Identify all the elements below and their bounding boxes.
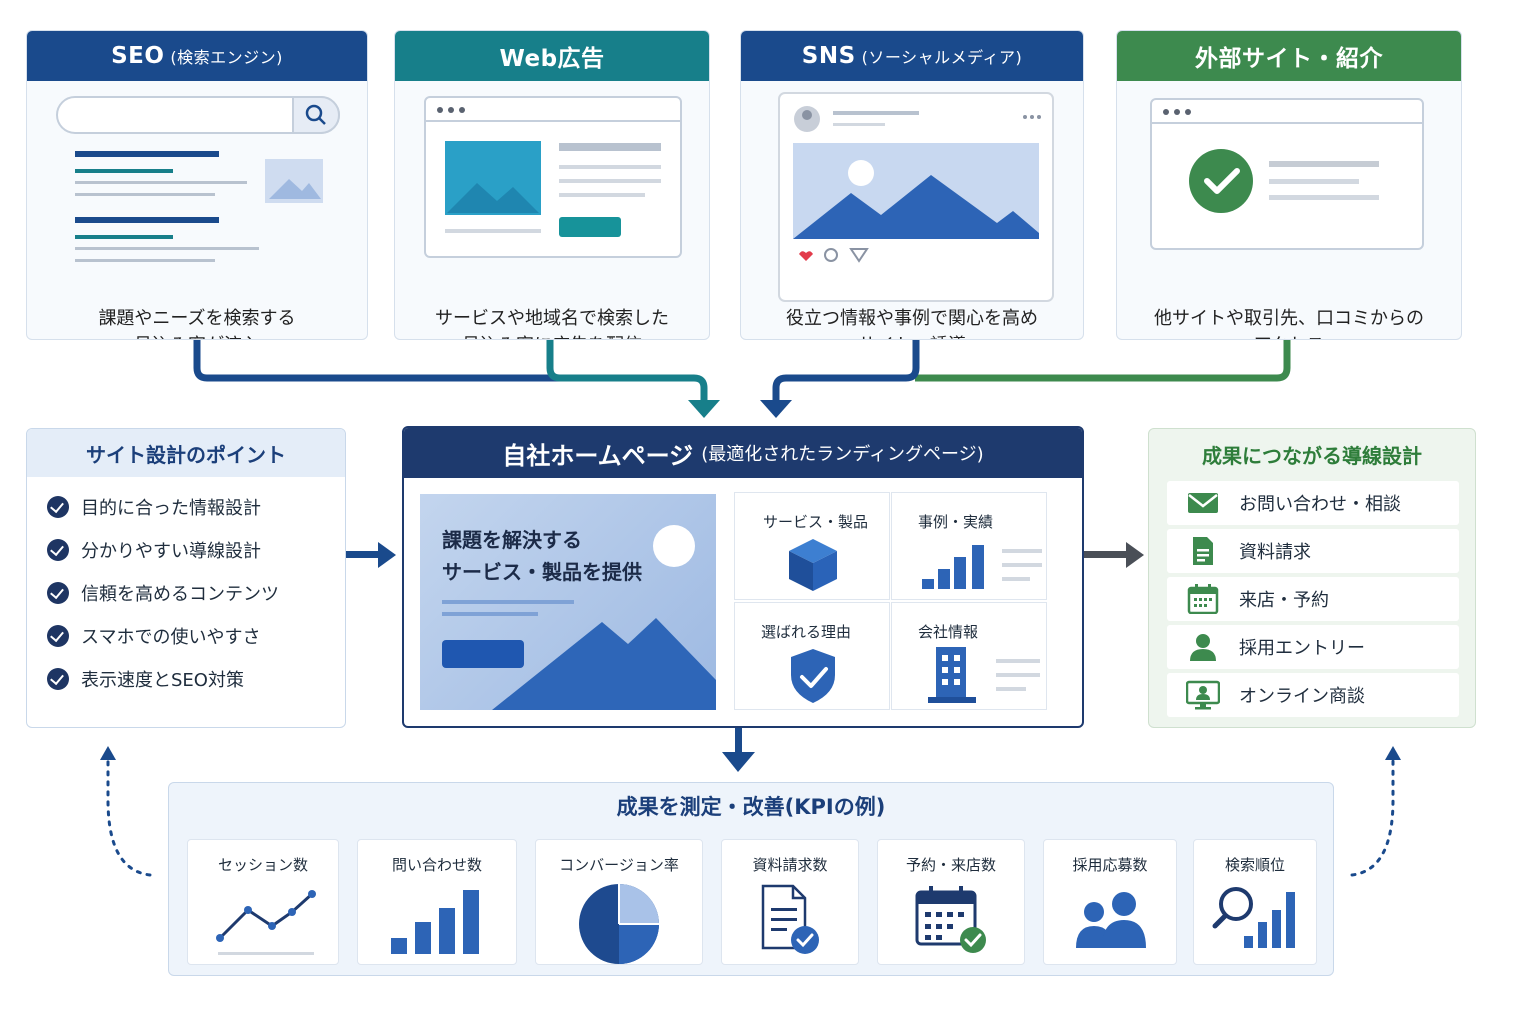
mountain-image xyxy=(442,525,716,710)
kpi-panel: 成果を測定・改善(KPIの例) セッション数 問い合わせ数 コンバージョン率 資… xyxy=(168,782,1334,976)
check-circle-icon xyxy=(47,624,69,647)
source-card-web-ad: Web広告 サービスや地域名で検索した 見込み客に広告を配信 xyxy=(394,30,710,340)
document-icon xyxy=(1185,536,1221,566)
site-points-panel: サイト設計のポイント 目的に合った情報設計 分かりやすい導線設計 信頼を高めるコ… xyxy=(26,428,346,728)
search-results-illustration xyxy=(27,83,367,283)
section-cases: 事例・実績 xyxy=(891,492,1047,600)
point-item: 信頼を高めるコンテンツ xyxy=(27,571,345,614)
source-description: サービスや地域名で検索した 見込み客に広告を配信 xyxy=(435,308,669,339)
homepage-header: 自社ホームページ (最適化されたランディングページ) xyxy=(404,428,1082,478)
outcome-item-online-meeting: オンライン商談 xyxy=(1167,673,1459,717)
document-check-icon xyxy=(761,884,819,954)
building-icon xyxy=(928,647,1040,703)
source-description: 役立つ情報や事例で関心を高め サイトへ誘導 xyxy=(786,308,1038,339)
kpi-inquiries: 問い合わせ数 xyxy=(357,839,517,965)
panel-title: 成果につながる導線設計 xyxy=(1202,443,1422,468)
check-circle-icon xyxy=(47,495,69,518)
calendar-icon xyxy=(1185,584,1221,614)
point-item: スマホでの使いやすさ xyxy=(27,614,345,657)
browser-ad-illustration xyxy=(395,83,709,283)
source-card-sns: SNS (ソーシャルメディア) 役立つ情報や事例で関心を高め サイトへ誘導 xyxy=(740,30,1084,340)
source-title: SNS xyxy=(801,43,856,69)
outcome-item-inquiry: お問い合わせ・相談 xyxy=(1167,481,1459,525)
mail-icon xyxy=(1185,488,1221,518)
section-reasons: 選ばれる理由 xyxy=(734,602,890,710)
source-header: 外部サイト・紹介 xyxy=(1117,31,1461,81)
people-icon xyxy=(1076,892,1146,948)
kpi-document-requests: 資料請求数 xyxy=(721,839,859,965)
pie-chart-icon xyxy=(579,884,659,964)
person-icon xyxy=(1185,632,1221,662)
source-header: Web広告 xyxy=(395,31,709,81)
source-description: 他サイトや取引先、口コミからの アクセス xyxy=(1154,308,1424,339)
source-subtitle: (検索エンジン) xyxy=(170,48,283,67)
check-circle-icon xyxy=(47,581,69,604)
source-title: 外部サイト・紹介 xyxy=(1195,46,1383,72)
point-item: 分かりやすい導線設計 xyxy=(27,528,345,571)
source-header: SNS (ソーシャルメディア) xyxy=(741,31,1083,81)
hero-banner: 課題を解決する サービス・製品を提供 xyxy=(420,494,716,710)
source-header: SEO (検索エンジン) xyxy=(27,31,367,81)
cube-icon xyxy=(789,539,837,591)
source-card-seo: SEO (検索エンジン) 課題やニーズを検索する 見込み客が流入 xyxy=(26,30,368,340)
hero-text: 課題を解決する サービス・製品を提供 xyxy=(442,528,642,584)
homepage-title: 自社ホームページ xyxy=(502,441,694,470)
section-company: 会社情報 xyxy=(891,602,1047,710)
calendar-check-icon xyxy=(915,886,986,953)
outcome-item-recruit: 採用エントリー xyxy=(1167,625,1459,669)
source-title: SEO xyxy=(111,43,165,69)
source-card-external: 外部サイト・紹介 他サイトや取引先、口コミからの アクセス xyxy=(1116,30,1462,340)
check-circle-icon xyxy=(47,538,69,561)
search-rank-icon xyxy=(1212,887,1295,948)
monitor-person-icon xyxy=(1185,680,1221,710)
bar-chart-icon xyxy=(922,545,1042,589)
source-description: 課題やニーズを検索する 見込み客が流入 xyxy=(98,308,296,339)
verified-site-illustration xyxy=(1117,83,1461,283)
social-post-illustration xyxy=(741,83,1083,302)
point-item: 目的に合った情報設計 xyxy=(27,485,345,528)
homepage-subtitle: (最適化されたランディングページ) xyxy=(701,444,984,465)
kpi-search-ranking: 検索順位 xyxy=(1193,839,1317,965)
point-item: 表示速度とSEO対策 xyxy=(27,657,345,700)
line-chart-icon xyxy=(216,890,316,955)
source-title: Web広告 xyxy=(499,46,605,72)
source-subtitle: (ソーシャルメディア) xyxy=(861,48,1023,67)
shield-check-icon xyxy=(791,649,835,703)
outcome-item-reservation: 来店・予約 xyxy=(1167,577,1459,621)
section-services: サービス・製品 xyxy=(734,492,890,600)
kpi-conversion-rate: コンバージョン率 xyxy=(535,839,703,965)
bar-chart-icon xyxy=(391,890,479,954)
outcome-item-document: 資料請求 xyxy=(1167,529,1459,573)
outcomes-panel: 成果につながる導線設計 お問い合わせ・相談 資料請求 来店・予約 採用エントリー… xyxy=(1148,428,1476,728)
kpi-sessions: セッション数 xyxy=(187,839,339,965)
kpi-applications: 採用応募数 xyxy=(1043,839,1177,965)
kpi-title: 成果を測定・改善(KPIの例) xyxy=(616,795,886,819)
kpi-reservations: 予約・来店数 xyxy=(877,839,1025,965)
homepage-sections: サービス・製品 事例・実績 選ばれる理由 xyxy=(734,492,1066,716)
check-circle-icon xyxy=(47,667,69,690)
panel-title: サイト設計のポイント xyxy=(27,429,345,477)
homepage-box: 自社ホームページ (最適化されたランディングページ) 課題を解決する サービス・製… xyxy=(402,426,1084,728)
